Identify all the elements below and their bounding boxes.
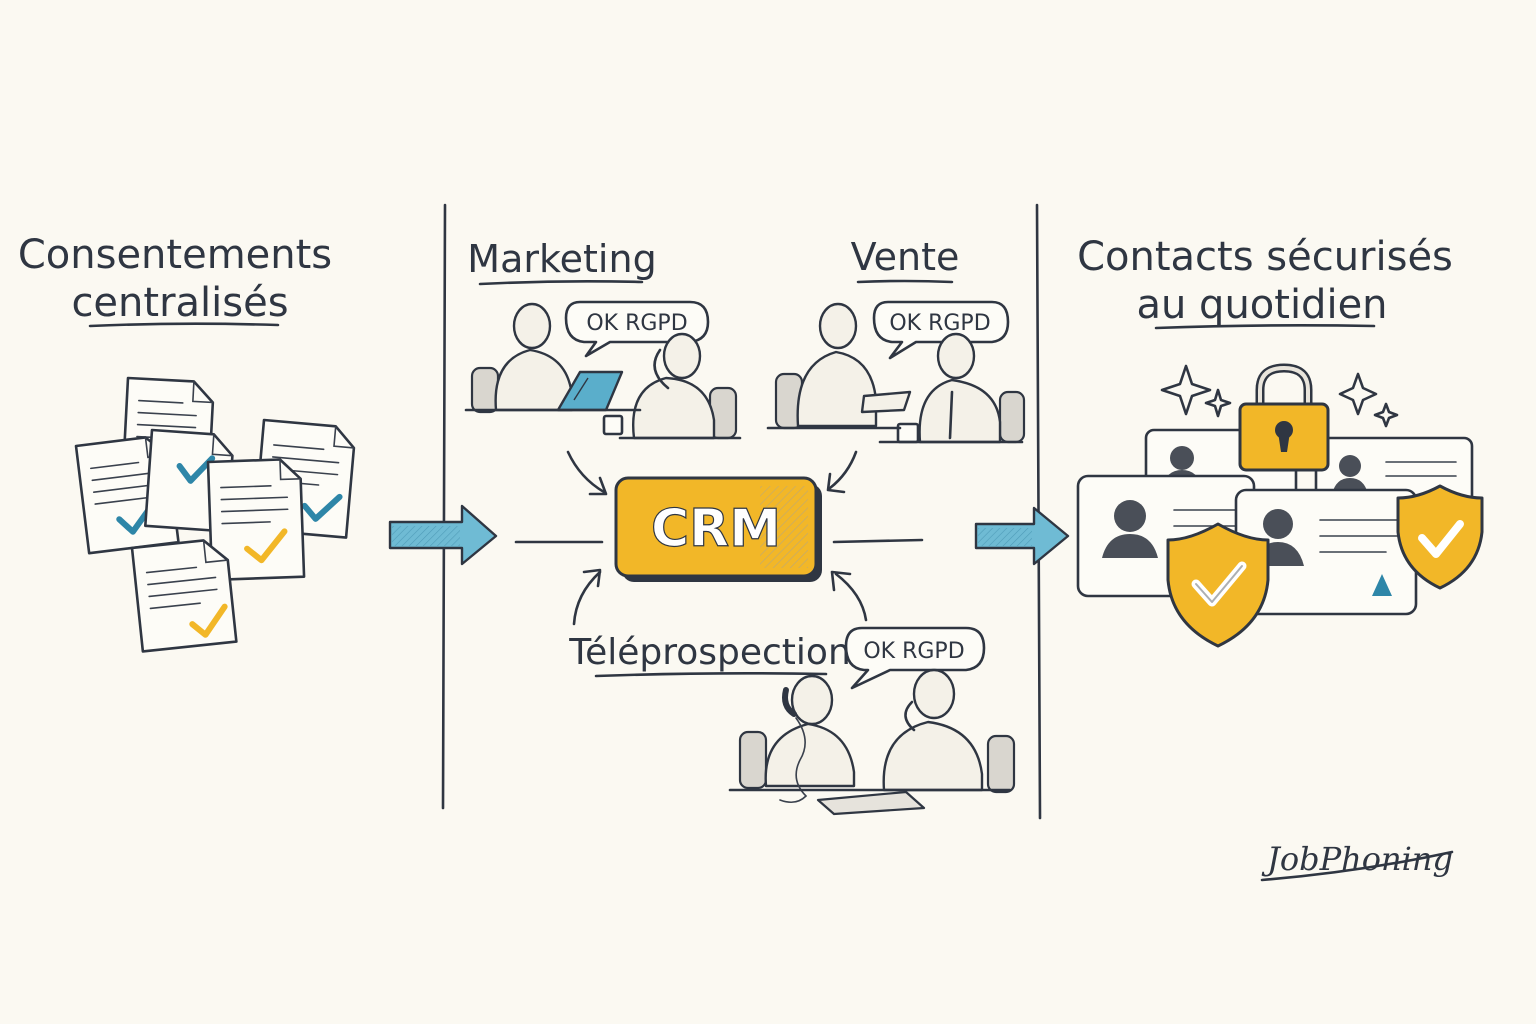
check-icon: [301, 493, 343, 522]
secured-contacts-section: Contacts sécurisés au quotidien: [1076, 234, 1484, 648]
shield-icon: [1396, 484, 1484, 590]
check-icon: [244, 528, 288, 564]
svg-text:OK RGPD: OK RGPD: [586, 311, 687, 336]
connector-arrows: [514, 450, 924, 626]
divider-left: [441, 203, 447, 810]
svg-text:OK RGPD: OK RGPD: [889, 311, 990, 336]
sparkle-icon: [1160, 364, 1399, 428]
arrow-right-icon: [974, 506, 1070, 566]
teleprospection-label: Téléprospection: [568, 632, 851, 673]
lock-icon: [1238, 363, 1330, 472]
consents-section: Consentements centralisés: [18, 232, 356, 653]
marketing-meeting-illustration: [464, 302, 742, 440]
crm-label: CRM: [651, 499, 781, 559]
vente-label: Vente: [851, 235, 960, 279]
crm-box: CRM: [614, 476, 822, 582]
secured-title-line2: au quotidien: [1136, 282, 1387, 328]
consent-documents-stack: [74, 376, 356, 653]
arrow-right-icon: [388, 504, 498, 566]
speech-bubble-vente: OK RGPD: [872, 300, 1010, 360]
check-icon: [176, 455, 216, 484]
speech-bubble-marketing: OK RGPD: [564, 300, 710, 358]
consents-title-line1: Consentements: [18, 232, 332, 278]
svg-text:OK RGPD: OK RGPD: [863, 639, 964, 664]
marketing-label: Marketing: [467, 237, 656, 281]
teleprospection-illustration: [728, 668, 1016, 816]
check-icon: [189, 603, 228, 638]
consents-title-line2: centralisés: [71, 280, 288, 326]
secured-title-line1: Contacts sécurisés: [1077, 234, 1453, 280]
vente-meeting-illustration: [766, 302, 1026, 444]
crm-hub-section: Marketing OK RGPD Vente OK RGPD: [464, 235, 1026, 816]
shield-icon: [1166, 522, 1270, 648]
speech-bubble-teleprospection: OK RGPD: [844, 626, 986, 690]
